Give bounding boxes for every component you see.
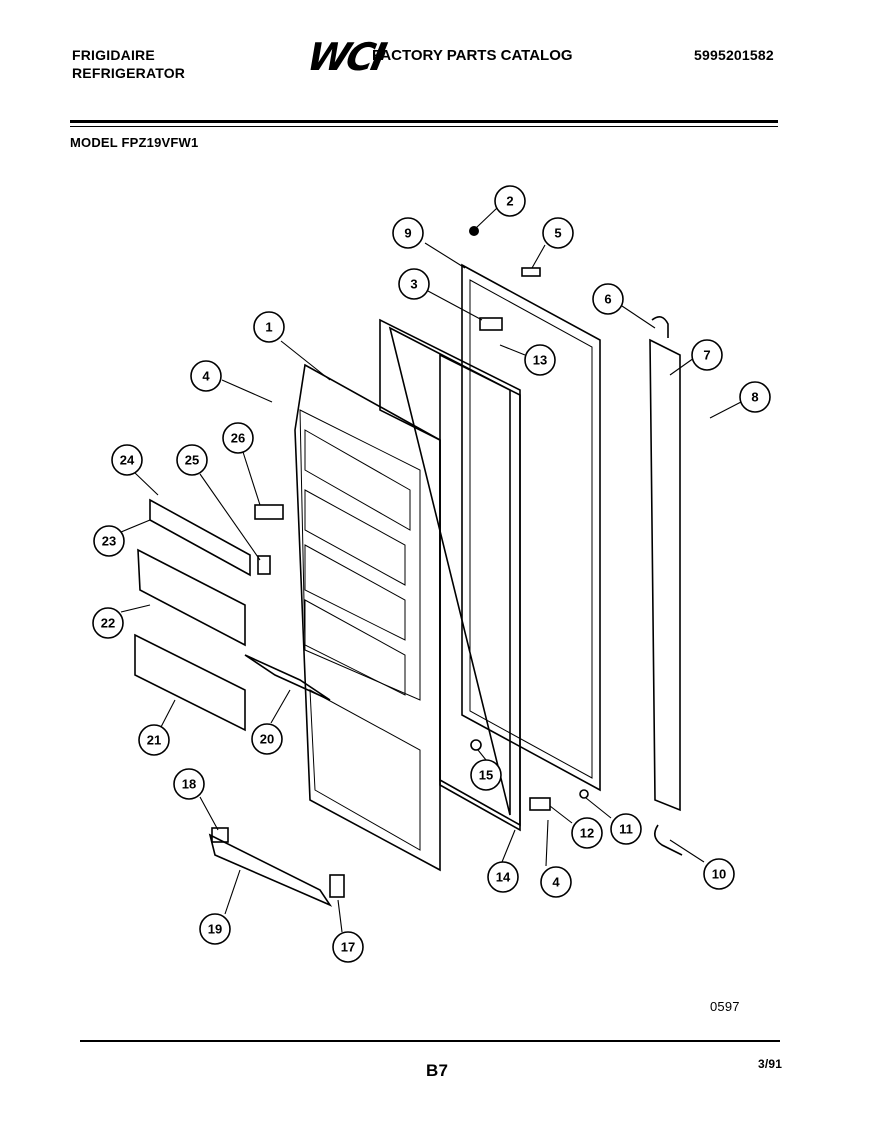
callout-15: 15	[470, 759, 502, 791]
svg-text:6: 6	[604, 292, 611, 307]
svg-text:1: 1	[265, 320, 272, 335]
svg-text:21: 21	[147, 733, 161, 748]
model-number: MODEL FPZ19VFW1	[70, 135, 199, 150]
svg-text:22: 22	[101, 616, 115, 631]
callout-8: 8	[739, 381, 771, 413]
callout-7: 7	[691, 339, 723, 371]
revision-date: 3/91	[758, 1057, 783, 1071]
door-trim-strip	[649, 316, 683, 856]
header-rule-thin	[70, 126, 778, 127]
callout-18: 18	[173, 768, 205, 800]
catalog-number: 5995201582	[694, 47, 774, 63]
callout-24: 24	[111, 444, 143, 476]
callout-26: 26	[222, 422, 254, 454]
door-liner	[294, 363, 441, 872]
svg-text:20: 20	[260, 732, 274, 747]
callout-21: 21	[138, 724, 170, 756]
door-handle	[208, 827, 345, 907]
callout-leaders	[120, 207, 742, 933]
svg-text:18: 18	[182, 777, 196, 792]
svg-text:4: 4	[552, 875, 560, 890]
catalog-title: FACTORY PARTS CATALOG	[372, 47, 573, 64]
svg-text:17: 17	[341, 940, 355, 955]
callout-9: 9	[392, 217, 424, 249]
svg-text:14: 14	[496, 870, 511, 885]
callout-23: 23	[93, 525, 125, 557]
brand-line-1: FRIGIDAIRE	[72, 47, 155, 63]
drawing-code: 0597	[710, 999, 740, 1014]
svg-text:4: 4	[202, 369, 210, 384]
svg-text:15: 15	[479, 768, 493, 783]
footer-rule	[80, 1040, 780, 1042]
svg-text:2: 2	[506, 194, 513, 209]
svg-text:5: 5	[554, 226, 561, 241]
door-gasket	[461, 263, 601, 792]
callout-1: 1	[253, 311, 285, 343]
svg-text:19: 19	[208, 922, 222, 937]
page-number: B7	[426, 1061, 449, 1080]
callout-22: 22	[92, 607, 124, 639]
callout-4b: 4	[540, 866, 572, 898]
svg-text:11: 11	[619, 822, 633, 837]
callout-11: 11	[610, 813, 642, 845]
callout-13: 13	[524, 344, 556, 376]
callout-4a: 4	[190, 360, 222, 392]
callout-3: 3	[398, 268, 430, 300]
svg-text:12: 12	[580, 826, 594, 841]
hardware-parts	[254, 226, 589, 811]
svg-text:8: 8	[751, 390, 758, 405]
svg-text:24: 24	[120, 453, 135, 468]
brand-line-2: REFRIGERATOR	[72, 65, 186, 81]
callout-19: 19	[199, 913, 231, 945]
callout-14: 14	[487, 861, 519, 893]
callout-20: 20	[251, 723, 283, 755]
svg-text:13: 13	[533, 353, 547, 368]
door-shelf-bins	[134, 498, 331, 732]
callout-10: 10	[703, 858, 735, 890]
door-outer-panel	[379, 318, 521, 827]
header-rule	[70, 120, 778, 123]
svg-text:9: 9	[404, 226, 411, 241]
callout-25: 25	[176, 444, 208, 476]
svg-text:26: 26	[231, 431, 245, 446]
callout-12: 12	[571, 817, 603, 849]
callout-2: 2	[494, 185, 526, 217]
door-breaker	[439, 353, 521, 832]
svg-text:7: 7	[703, 348, 710, 363]
callout-6: 6	[592, 283, 624, 315]
svg-text:3: 3	[410, 277, 417, 292]
svg-text:23: 23	[102, 534, 116, 549]
svg-text:25: 25	[185, 453, 199, 468]
svg-text:10: 10	[712, 867, 726, 882]
callout-17: 17	[332, 931, 364, 963]
callout-5: 5	[542, 217, 574, 249]
